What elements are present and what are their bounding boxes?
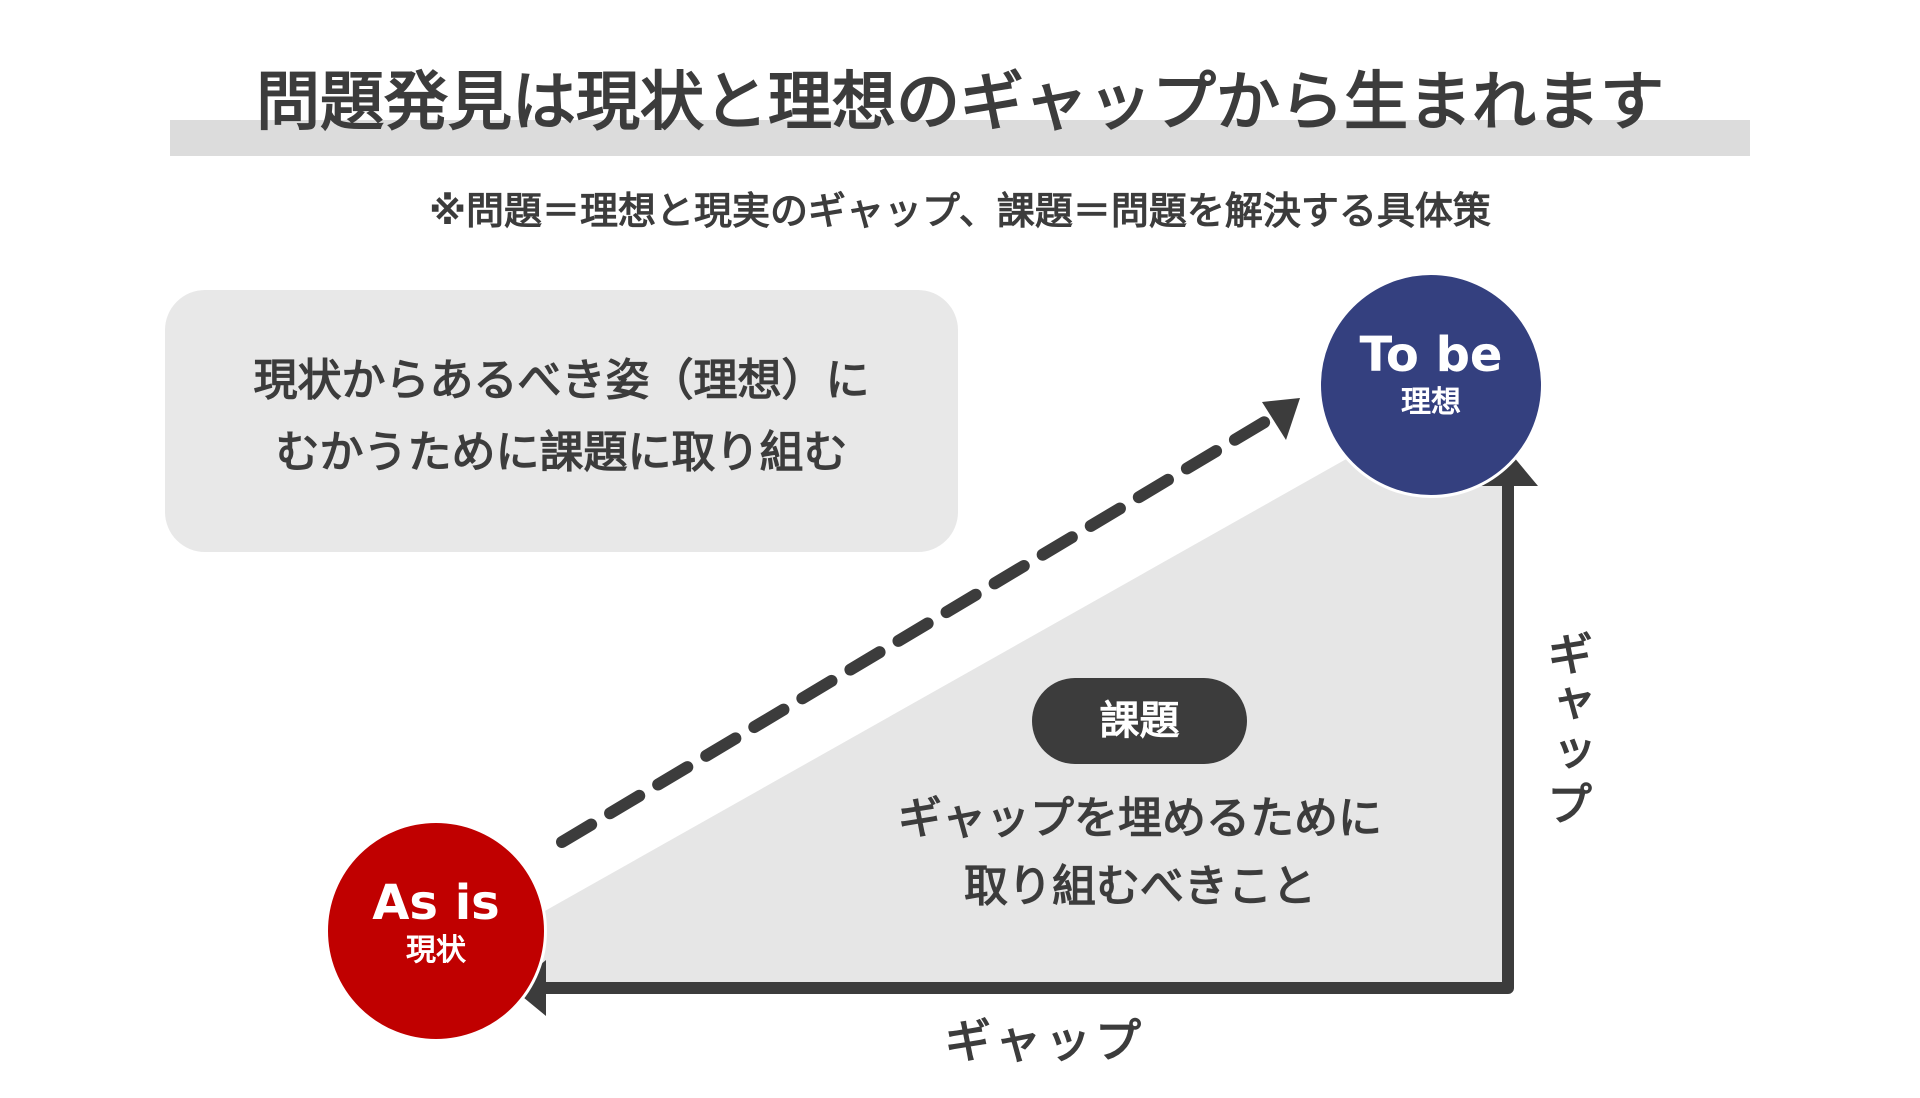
to-be-label-jp: 理想 bbox=[1401, 385, 1461, 420]
note-text: 現状からあるべき姿（理想）に むかうために課題に取り組む bbox=[165, 345, 958, 489]
gap-elbow-line bbox=[530, 482, 1514, 994]
dashed-arrow bbox=[556, 414, 1274, 848]
as-is-label-jp: 現状 bbox=[406, 933, 466, 968]
note-line-1: 現状からあるべき姿（理想）に bbox=[253, 355, 870, 406]
gap-label-horizontal: ギャップ bbox=[945, 1014, 1145, 1068]
page-subtitle: ※問題＝理想と現実のギャップ、課題＝問題を解決する具体策 bbox=[429, 189, 1491, 233]
note-line-2: むかうために課題に取り組む bbox=[275, 427, 848, 478]
kadai-description: ギャップを埋めるために 取り組むべきこと bbox=[830, 785, 1450, 921]
kadai-desc-line-1: ギャップを埋めるために bbox=[898, 793, 1382, 844]
title-area: 問題発見は現状と理想のギャップから生まれます bbox=[170, 58, 1750, 158]
to-be-circle: To be 理想 bbox=[1318, 272, 1544, 498]
gap-triangle bbox=[520, 440, 1505, 988]
dashed-arrow-head bbox=[1262, 398, 1300, 440]
note-box: 現状からあるべき姿（理想）に むかうために課題に取り組む bbox=[165, 290, 958, 552]
as-is-label-en: As is bbox=[372, 875, 500, 931]
kadai-desc-line-2: 取り組むべきこと bbox=[964, 861, 1316, 912]
kadai-badge: 課題 bbox=[1032, 678, 1247, 764]
to-be-label-en: To be bbox=[1359, 327, 1503, 383]
page-title: 問題発見は現状と理想のギャップから生まれます bbox=[256, 66, 1664, 140]
title-highlight bbox=[170, 120, 1750, 156]
gap-label-vertical: ギャップ bbox=[1540, 630, 1594, 830]
as-is-circle: As is 現状 bbox=[325, 820, 547, 1042]
